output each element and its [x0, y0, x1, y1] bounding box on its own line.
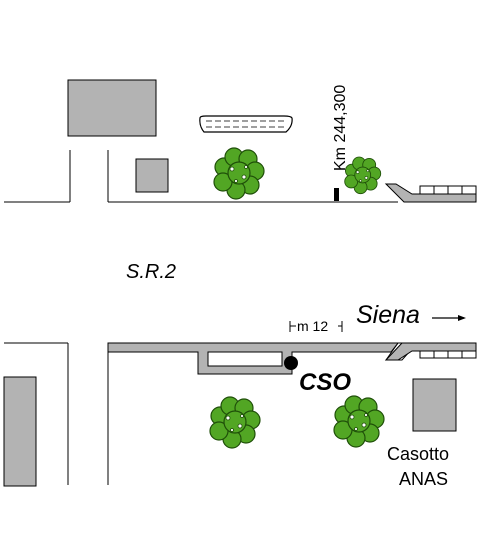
road-name-label: S.R.2: [126, 261, 176, 283]
tree-icon: [344, 156, 382, 195]
tree-icon: [209, 396, 261, 449]
station-dot-icon: [284, 356, 298, 370]
upper-roadside: Km 244,300: [4, 79, 477, 203]
km-post: [334, 188, 339, 201]
tree-icon: [213, 147, 265, 200]
arrow-right-icon: [432, 315, 466, 321]
road-sign-outline: [199, 115, 293, 133]
lower-roadside: [3, 342, 477, 487]
distance-label: m 12: [297, 318, 328, 334]
booth-label-line1: Casotto: [387, 444, 449, 464]
tree-icon: [333, 395, 385, 448]
anas-booth: [412, 378, 457, 432]
km-label: Km 244,300: [332, 85, 349, 171]
booth-label-line2: ANAS: [399, 469, 448, 489]
direction-label: Siena: [356, 301, 420, 329]
building-tall-left: [3, 376, 37, 487]
upper-barrier: [419, 185, 477, 195]
dimension-arrows-icon: [289, 321, 343, 332]
station-label: CSO: [299, 369, 351, 396]
building-small: [135, 158, 169, 193]
lower-barrier: [419, 350, 477, 359]
building-large: [67, 79, 157, 137]
